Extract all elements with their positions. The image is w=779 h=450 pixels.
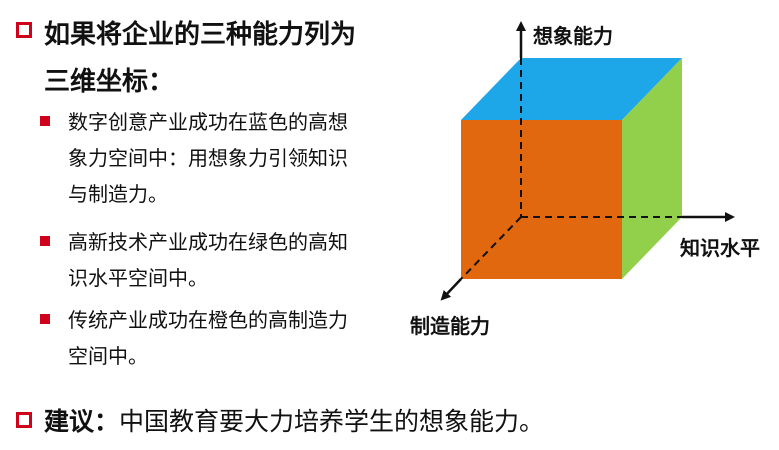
item-3-bullet-icon: [40, 314, 50, 324]
axis-up-label: 想象能力: [533, 24, 613, 48]
item-3-line-1: 传统产业成功在橙色的高制造力: [68, 308, 348, 332]
heading-line-1: 如果将企业的三种能力列为: [44, 20, 357, 50]
item-2-line-1: 高新技术产业成功在绿色的高知: [68, 230, 348, 254]
heading-bullet-icon: [16, 22, 32, 38]
cube-top-face: [461, 58, 682, 120]
axis-down-label: 制造能力: [410, 314, 490, 338]
suggestion-bullet-icon: [16, 412, 32, 428]
axis-down-arrow: [440, 278, 462, 301]
suggestion-keyword: 建议：: [44, 407, 120, 436]
suggestion-text: 中国教育要大力培养学生的想象能力。: [119, 407, 545, 436]
item-2-bullet-icon: [40, 236, 50, 246]
suggestion-line: 建议：中国教育要大力培养学生的想象能力。: [44, 402, 544, 438]
item-2-line-2: 识水平空间中。: [68, 266, 208, 290]
item-3-line-2: 空间中。: [68, 344, 148, 368]
cube-side-face: [622, 58, 682, 279]
item-1-bullet-icon: [40, 116, 50, 126]
axis-right-label: 知识水平: [680, 236, 760, 260]
cube-hidden-edges: [460, 58, 682, 280]
item-1-line-2: 象力空间中：用想象力引领知识: [68, 146, 348, 170]
item-1-line-1: 数字创意产业成功在蓝色的高想: [68, 110, 348, 134]
heading-line-2: 三维坐标：: [44, 67, 175, 97]
item-1-line-3: 与制造力。: [68, 182, 168, 206]
